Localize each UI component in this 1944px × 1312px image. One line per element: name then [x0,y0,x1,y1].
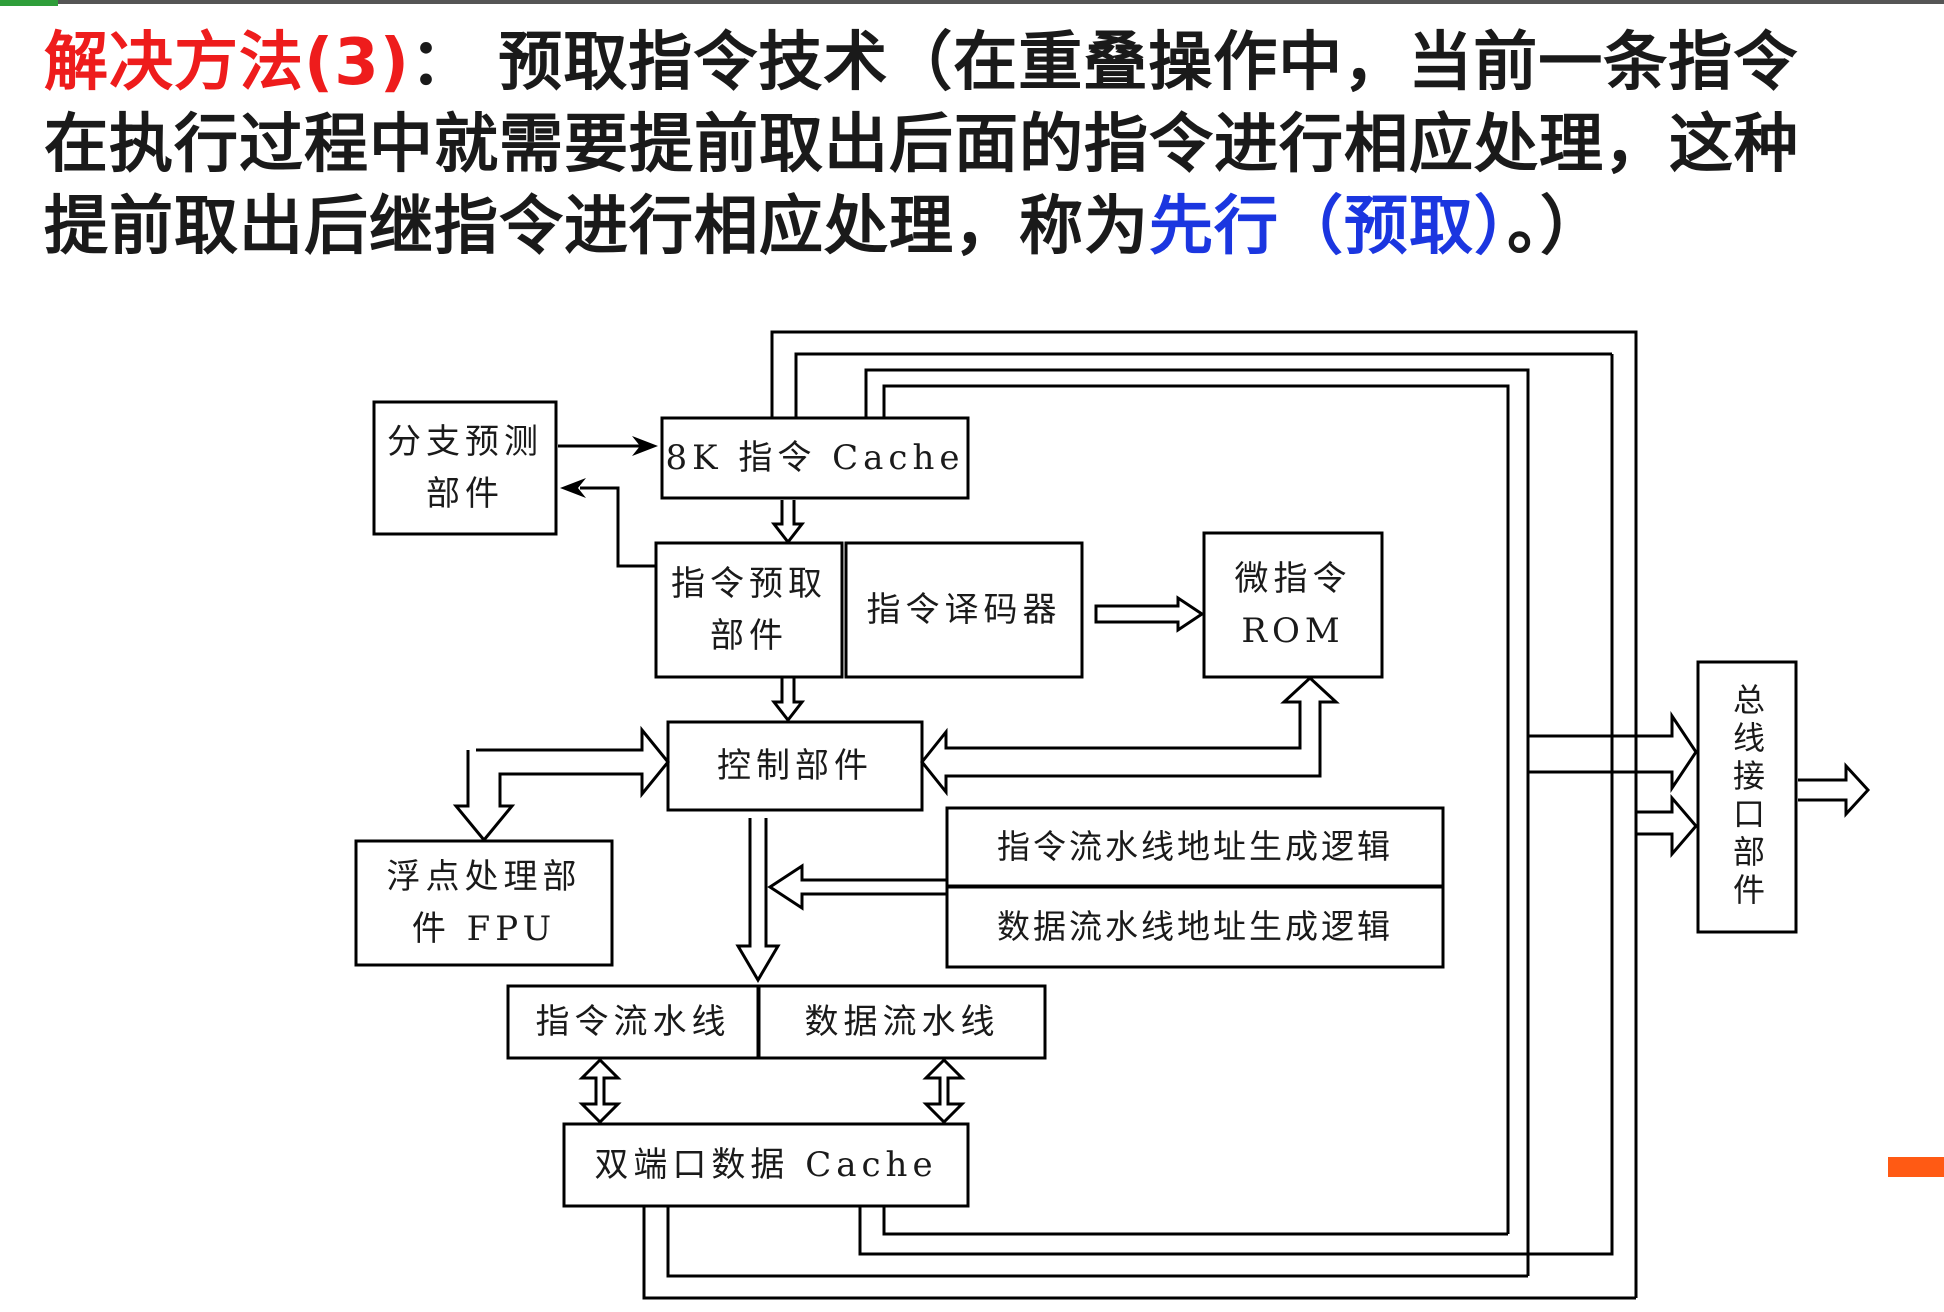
branch-predict-box [372,400,558,536]
prefetch-to-control-arrow [770,678,806,723]
data-pipeline-box [757,984,1047,1060]
dcache-label: 双端口数据 Cache [594,1145,938,1185]
bus-output-arrow [1798,762,1871,818]
data-addr-logic-label: 数据流水线地址生成逻辑 [997,907,1393,946]
slide-heading: 解决方法(3)： 预取指令技术（在重叠操作中，当前一条指令 在执行过程中就需要提… [44,22,1904,268]
control-label: 控制部件 [717,746,873,786]
branch-to-icache-head [632,436,658,456]
control-microrom-arrow [920,675,1340,797]
method-label: 解决方法(3) [44,26,411,100]
control-box [666,720,924,812]
heading-line-1: 解决方法(3)： 预取指令技术（在重叠操作中，当前一条指令 [44,22,1904,104]
inst-addr-logic-label: 指令流水线地址生成逻辑 [997,827,1393,866]
icache-to-prefetch-arrow [770,500,806,545]
icache-box [660,416,970,500]
prefetch-term: 先行（预取） [1149,190,1507,264]
fpu-label: 浮点处理部 件 FPU [386,857,582,949]
data-addr-logic-box [945,885,1445,969]
heading-line-3-end: 。） [1507,190,1605,264]
heading-line-2: 在执行过程中就需要提前取出后面的指令进行相应处理，这种 [44,108,1799,182]
dcache-wire-inner [882,1206,1508,1236]
addr-logic-to-pipeline-arrow [767,863,946,911]
inst-pipeline-dcache-arrow [578,1057,622,1125]
fpu-control-arrow [452,725,670,843]
bus-input-lower-arrow [1636,793,1698,859]
decoder-box [844,541,1084,679]
icache-label: 8K 指令 Cache [665,438,965,478]
prefetch-box [654,541,844,679]
heading-line-3-text: 提前取出后继指令进行相应处理，称为 [44,190,1149,264]
icache-wire-outer [770,330,1638,1298]
bus-interface-label: 总线接口部件 [1728,683,1766,911]
orange-side-tab [1888,1157,1944,1177]
microrom-label: 微指令 ROM [1234,559,1352,651]
prefetch-to-branch-head [560,478,586,498]
dcache-box [562,1122,970,1208]
dcache-wire-2 [666,1206,1528,1278]
control-to-pipeline-arrow [735,818,781,983]
prefetch-to-branch-arrow [580,486,656,568]
bus-input-upper-arrow [1528,711,1698,793]
icache-wire-inner [882,384,1510,1234]
data-pipeline-dcache-arrow [922,1057,966,1125]
decoder-to-microrom-arrow [1094,595,1205,633]
branch-predict-label: 分支预测 部件 [387,422,543,514]
bus-interface-box [1696,660,1798,934]
decoder-label: 指令译码器 [866,590,1062,630]
top-border [0,0,1944,4]
dcache-wire-3 [858,354,1614,1256]
data-pipeline-label: 数据流水线 [804,1002,1000,1042]
microrom-box [1202,531,1384,679]
prefetch-label: 指令预取 部件 [671,564,827,656]
dcache-wire-outer [642,1206,1636,1300]
heading-line-3: 提前取出后继指令进行相应处理，称为先行（预取）。） [44,186,1904,268]
top-accent [0,0,58,6]
heading-line-1-text: ： 预取指令技术（在重叠操作中，当前一条指令 [410,26,1799,100]
icache-wire-2 [794,352,1612,418]
icache-wire-3 [864,368,1530,1276]
inst-pipeline-label: 指令流水线 [535,1002,731,1042]
